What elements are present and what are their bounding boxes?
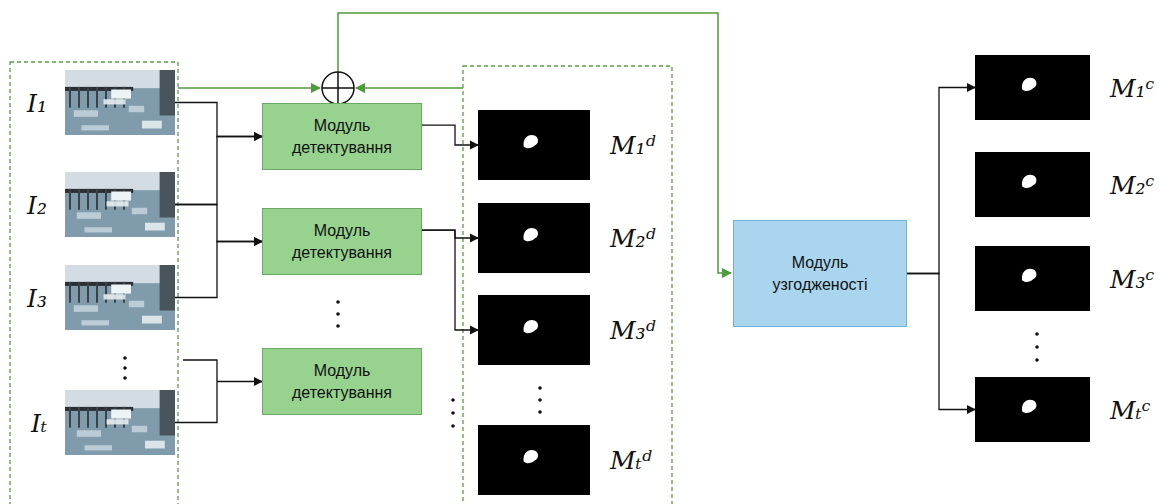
mask-picture — [478, 425, 590, 495]
detection-module: Модуль детектування — [262, 348, 422, 415]
frame-label: I₁ — [27, 88, 47, 117]
module-label: Модуль узгодженості — [752, 252, 888, 295]
video-frame: I₁ — [65, 70, 175, 135]
frames-group — [10, 62, 178, 504]
module-label: Модуль детектування — [275, 115, 409, 158]
mask-label: M₁ᵈ — [610, 131, 656, 160]
mask-label: M₂ᵈ — [610, 224, 656, 253]
mask-image: M₁ᵈ — [478, 110, 590, 180]
mask-label: M₂ᶜ — [1110, 170, 1154, 199]
frame-picture — [65, 265, 175, 330]
mask-image: Mₜᵈ — [478, 425, 590, 495]
mask-picture — [975, 152, 1090, 217]
flow-arrow — [175, 103, 262, 137]
mask-picture — [975, 246, 1090, 311]
frame-picture — [65, 172, 175, 237]
detection-module: Модуль детектування — [262, 208, 422, 275]
mask-label: M₁ᶜ — [1110, 73, 1154, 102]
sum-arrow — [356, 87, 463, 89]
consistency-module: Модуль узгодженості — [733, 220, 907, 327]
detection-module: Модуль детектування — [262, 103, 422, 170]
flow-arrow — [175, 205, 262, 242]
mask-picture — [478, 203, 590, 273]
connector-line — [183, 360, 217, 381]
flow-arrow — [907, 274, 975, 410]
frame-picture — [65, 70, 175, 135]
flow-arrow — [907, 88, 975, 274]
sum-symbol — [322, 72, 354, 104]
module-label: Модуль детектування — [275, 220, 409, 263]
mask-label: Mₜᵈ — [610, 446, 652, 475]
video-frame: Iₜ — [65, 390, 175, 455]
video-frame: I₂ — [65, 172, 175, 237]
mask-image: M₃ᶜ — [975, 246, 1090, 311]
masks-group — [463, 66, 672, 504]
sum-symbol — [322, 72, 354, 104]
mask-image: M₃ᵈ — [478, 295, 590, 365]
mask-image: M₁ᶜ — [975, 55, 1090, 120]
frame-label: I₂ — [27, 190, 47, 219]
mask-image: M₂ᶜ — [975, 152, 1090, 217]
mask-picture — [478, 295, 590, 365]
mask-image: Mₜᶜ — [975, 377, 1090, 442]
flow-arrow — [175, 382, 262, 423]
mask-image: M₂ᵈ — [478, 203, 590, 273]
flow-arrow — [422, 125, 478, 145]
flow-arrow — [175, 137, 262, 205]
mask-label: Mₜᶜ — [1110, 395, 1151, 424]
video-frame: I₃ — [65, 265, 175, 330]
frame-label: I₃ — [27, 283, 47, 312]
mask-picture — [975, 55, 1090, 120]
sum-arrow — [178, 87, 320, 89]
frame-label: Iₜ — [31, 408, 47, 437]
flow-arrow — [175, 242, 262, 298]
mask-picture — [975, 377, 1090, 442]
module-label: Модуль детектування — [275, 360, 409, 403]
frame-picture — [65, 390, 175, 455]
mask-picture — [478, 110, 590, 180]
flow-arrow — [422, 230, 478, 330]
mask-label: M₃ᶜ — [1110, 264, 1154, 293]
flow-arrow — [422, 230, 478, 238]
mask-label: M₃ᵈ — [610, 316, 656, 345]
